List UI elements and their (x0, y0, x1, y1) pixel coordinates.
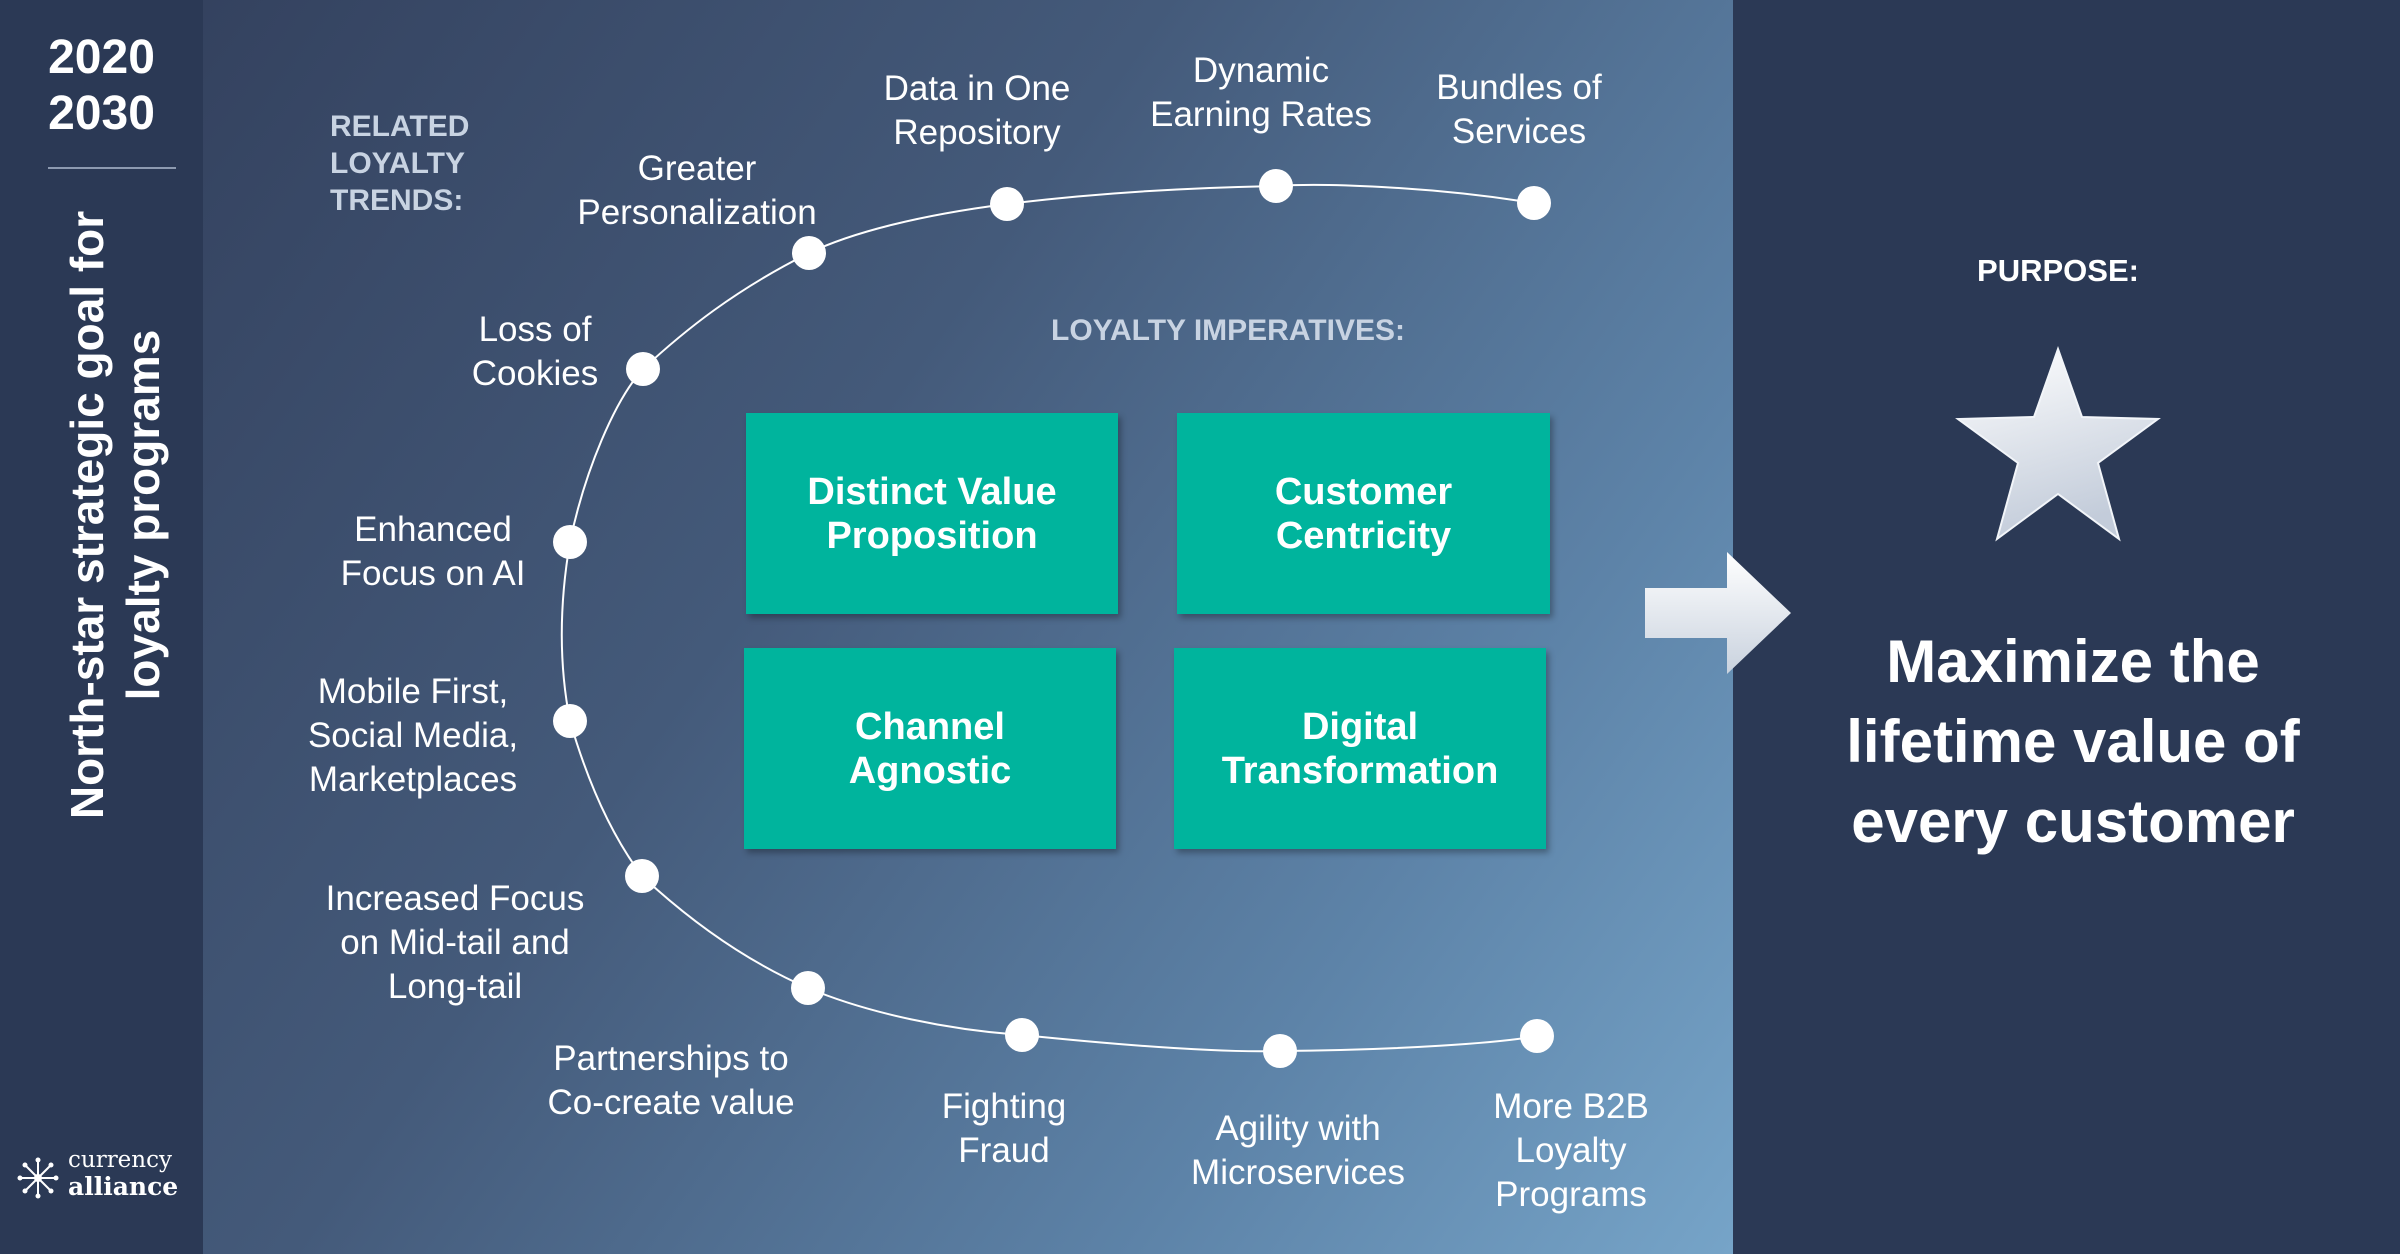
year-end: 2030 (48, 87, 155, 140)
right-arrow-icon (1645, 552, 1791, 674)
trend-node-b2b (1520, 1019, 1554, 1053)
trend-node-cookies (626, 352, 660, 386)
trend-label-b2b: More B2B Loyalty Programs (1493, 1087, 1649, 1214)
trend-node-bundles (1517, 186, 1551, 220)
trend-label-partnerships: Partnerships to Co-create value (547, 1039, 795, 1122)
trend-label-mobile: Mobile First, Social Media, Marketplaces (307, 672, 519, 799)
trend-label-personalization: Greater Personalization (577, 149, 817, 232)
trend-label-data-repository: Data in One Repository (883, 69, 1071, 152)
imperative-customer-centricity: Customer Centricity (1177, 413, 1550, 614)
trend-label-ai: Enhanced Focus on AI (340, 510, 526, 593)
logo-text-currency: currency (68, 1147, 172, 1173)
left-sidebar: 2020 2030 North-star strategic goal for … (0, 0, 203, 1254)
trend-label-bundles: Bundles of Services (1436, 68, 1602, 151)
imperative-channel-agnostic: Channel Agnostic (744, 648, 1116, 849)
trend-node-fraud (1005, 1018, 1039, 1052)
trend-label-fraud: Fighting Fraud (941, 1087, 1067, 1170)
purpose-label: PURPOSE: (1977, 253, 2139, 288)
trend-label-agility: Agility with Microservices (1191, 1109, 1405, 1192)
trend-label-cookies: Loss of Cookies (471, 310, 599, 393)
purpose-statement: Maximize the lifetime value of every cus… (1846, 628, 2300, 855)
trend-label-midtail: Increased Focus on Mid-tail and Long-tai… (325, 879, 585, 1006)
related-trends-heading: RELATED LOYALTY TRENDS: (330, 110, 470, 217)
trend-node-mobile (553, 704, 587, 738)
imperative-distinct-value: Distinct Value Proposition (746, 413, 1118, 614)
trend-node-agility (1263, 1034, 1297, 1068)
star-icon (1955, 345, 2161, 542)
trend-node-midtail (625, 859, 659, 893)
trend-node-ai (553, 525, 587, 559)
logo-text-alliance: alliance (68, 1172, 179, 1201)
imperative-digital-transformation: Digital Transformation (1174, 648, 1546, 849)
trend-node-data-repository (990, 187, 1024, 221)
trend-node-dynamic-earning (1259, 169, 1293, 203)
trend-node-personalization (792, 236, 826, 270)
currency-alliance-logo: currency alliance (16, 1144, 186, 1204)
starburst-icon (17, 1157, 59, 1199)
year-start: 2020 (48, 31, 155, 84)
trend-label-dynamic-earning: Dynamic Earning Rates (1150, 51, 1372, 134)
trend-path (560, 183, 1538, 1053)
sidebar-divider (48, 167, 176, 169)
loyalty-imperatives-heading: LOYALTY IMPERATIVES: (1051, 314, 1405, 347)
trend-node-partnerships (791, 971, 825, 1005)
